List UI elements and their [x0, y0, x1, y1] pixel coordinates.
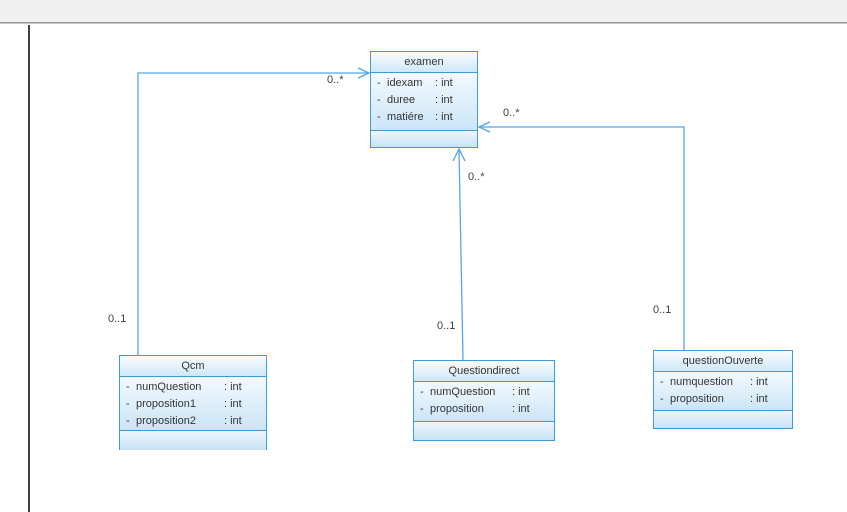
attribute-visibility: - — [126, 398, 130, 410]
open-arrowhead-icon — [357, 67, 371, 79]
attribute-row: - proposition : int — [414, 401, 554, 418]
attribute-row: - proposition : int — [654, 391, 792, 408]
open-arrowhead-icon — [452, 147, 466, 162]
attribute-type: : int — [435, 77, 453, 89]
attribute-name: proposition2 — [136, 415, 196, 427]
attribute-name: matiére — [387, 111, 424, 123]
attribute-row: - numQuestion : int — [414, 384, 554, 401]
attribute-type: : int — [435, 94, 453, 106]
class-box-qcm[interactable]: Qcm - numQuestion : int - proposition1 :… — [119, 355, 267, 450]
class-attributes: - numQuestion : int - proposition1 : int… — [120, 377, 266, 431]
attribute-name: numquestion — [670, 376, 733, 388]
class-box-questiondirect[interactable]: Questiondirect - numQuestion : int - pro… — [413, 360, 555, 441]
canvas-left-margin-line — [28, 25, 30, 512]
class-title: examen — [371, 52, 477, 73]
multiplicity-label-qcm-examen-target[interactable]: 0..* — [327, 74, 344, 86]
attribute-visibility: - — [377, 77, 381, 89]
class-methods-empty — [414, 422, 554, 440]
multiplicity-label-qcm-examen-source[interactable]: 0..1 — [108, 313, 127, 325]
class-title: Questiondirect — [414, 361, 554, 382]
attribute-visibility: - — [377, 111, 381, 123]
association-qcm-examen[interactable] — [137, 72, 369, 355]
attribute-type: : int — [512, 386, 530, 398]
association-questiondirect-examen[interactable] — [458, 149, 464, 361]
window-top-strip — [0, 0, 847, 23]
attribute-name: proposition — [430, 403, 484, 415]
attribute-visibility: - — [420, 403, 424, 415]
attribute-visibility: - — [420, 386, 424, 398]
open-arrowhead-icon — [477, 121, 491, 133]
attribute-visibility: - — [126, 381, 130, 393]
class-methods-empty — [654, 411, 792, 428]
attribute-name: numQuestion — [430, 386, 496, 398]
attribute-type: : int — [224, 415, 242, 427]
class-title: Qcm — [120, 356, 266, 377]
association-connectors — [137, 67, 685, 361]
attribute-visibility: - — [660, 376, 664, 388]
attribute-name: numQuestion — [136, 381, 202, 393]
diagram-canvas: examen - idexam : int - duree : int - ma… — [0, 24, 847, 512]
attribute-name: proposition1 — [136, 398, 196, 410]
window-top-strip-shadow — [0, 23, 847, 24]
attribute-name: proposition — [670, 393, 724, 405]
class-attributes: - numQuestion : int - proposition : int — [414, 382, 554, 422]
attribute-row: - idexam : int — [371, 75, 477, 92]
multiplicity-label-questionouverte-examen-source[interactable]: 0..1 — [653, 304, 672, 316]
attribute-row: - proposition1 : int — [120, 396, 266, 413]
attribute-type: : int — [224, 381, 242, 393]
class-box-examen[interactable]: examen - idexam : int - duree : int - ma… — [370, 51, 478, 148]
association-questionouverte-examen[interactable] — [479, 126, 685, 350]
attribute-visibility: - — [126, 415, 130, 427]
class-methods-empty — [120, 431, 266, 450]
attribute-type: : int — [750, 393, 768, 405]
class-title: questionOuverte — [654, 351, 792, 372]
attribute-row: - matiére : int — [371, 109, 477, 126]
class-attributes: - idexam : int - duree : int - matiére :… — [371, 73, 477, 131]
attribute-name: duree — [387, 94, 416, 106]
attribute-row: - duree : int — [371, 92, 477, 109]
attribute-row: - numquestion : int — [654, 374, 792, 391]
multiplicity-label-questiondirect-examen-source[interactable]: 0..1 — [437, 320, 456, 332]
attribute-row: - proposition2 : int — [120, 413, 266, 430]
attribute-name: idexam — [387, 77, 423, 89]
attribute-type: : int — [512, 403, 530, 415]
class-box-questionouverte[interactable]: questionOuverte - numquestion : int - pr… — [653, 350, 793, 429]
multiplicity-label-questiondirect-examen-target[interactable]: 0..* — [468, 171, 485, 183]
attribute-type: : int — [435, 111, 453, 123]
attribute-type: : int — [750, 376, 768, 388]
class-methods-empty — [371, 131, 477, 147]
attribute-row: - numQuestion : int — [120, 379, 266, 396]
class-attributes: - numquestion : int - proposition : int — [654, 372, 792, 411]
multiplicity-label-questionouverte-examen-target[interactable]: 0..* — [503, 107, 520, 119]
attribute-visibility: - — [660, 393, 664, 405]
attribute-type: : int — [224, 398, 242, 410]
attribute-visibility: - — [377, 94, 381, 106]
